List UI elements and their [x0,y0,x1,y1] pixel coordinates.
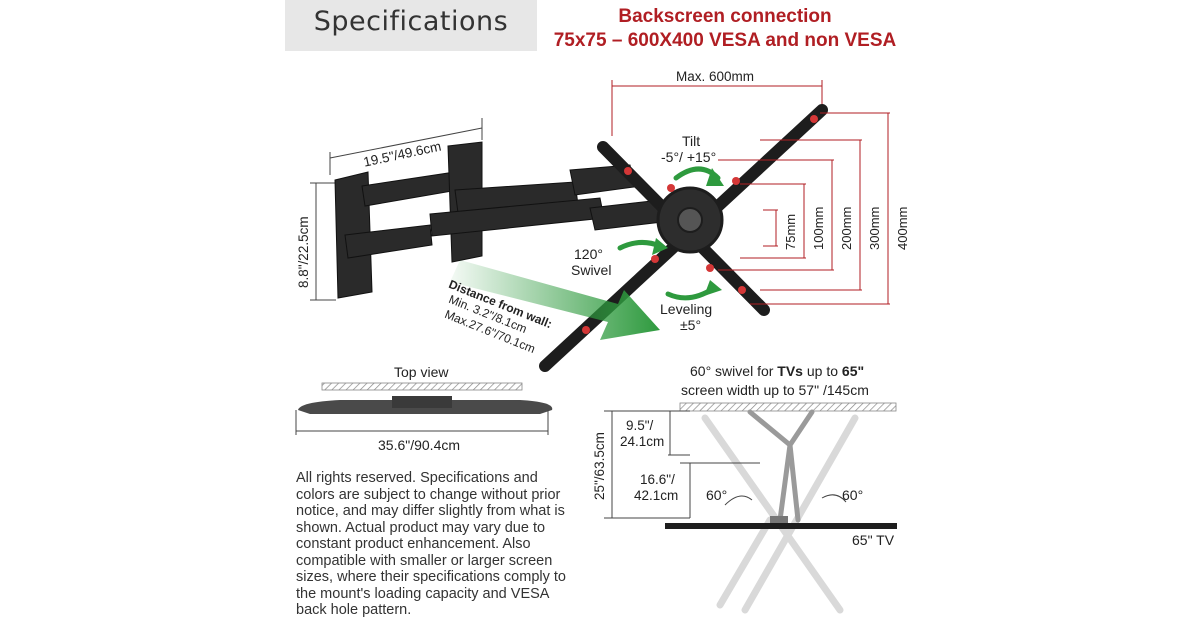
distance-arrow [450,260,660,340]
leveling-label: Leveling [660,301,713,317]
top-view-drawing [295,382,553,435]
arm-length-dimension [329,118,483,175]
depth-mid-2: 42.1cm [634,488,679,503]
page-title: Specifications [313,6,509,37]
angle-right: 60° [842,487,864,503]
vesa-height-100: 100mm [811,206,826,250]
depth-total: 25"/63.5cm [592,432,607,500]
leveling-range: ±5° [680,317,702,333]
vesa-height-75: 75mm [783,213,798,250]
vesa-bracket [539,104,828,372]
angle-left: 60° [706,487,728,503]
wall-mount-arm [334,141,663,299]
swivel-label: Swivel [571,262,612,278]
plate-height-label: 8.8"/22.5cm [296,216,311,288]
swivel-view-subtitle: screen width up to 57" /145cm [681,382,869,398]
depth-small-1: 9.5"/ [626,418,654,433]
depth-small-2: 24.1cm [620,434,665,449]
top-view-width: 35.6"/90.4cm [378,437,461,453]
vesa-dimensions [611,80,890,305]
disclaimer-text: All rights reserved. Specifications and … [296,470,566,618]
top-view-title: Top view [394,364,449,380]
max-width-label: Max. 600mm [676,69,755,84]
tilt-range: -5°/ +15° [661,149,717,165]
depth-mid-1: 16.6"/ [640,472,675,487]
title-box [285,0,537,51]
plate-height-dimension [310,182,336,301]
connection-heading: Backscreen connection [618,6,832,27]
swivel-view-title: 60° swivel for TVs up to 65" [690,363,865,379]
vesa-height-400: 400mm [895,206,910,250]
swivel-value: 120° [574,246,603,262]
vesa-range: 75x75 – 600X400 VESA and non VESA [553,30,897,51]
swivel-view-drawing [604,402,897,614]
tilt-label: Tilt [682,133,701,149]
vesa-screw-markers [582,115,818,334]
vesa-height-200: 200mm [839,206,854,250]
vesa-height-300: 300mm [867,206,882,250]
tv-size-label: 65" TV [852,532,895,548]
